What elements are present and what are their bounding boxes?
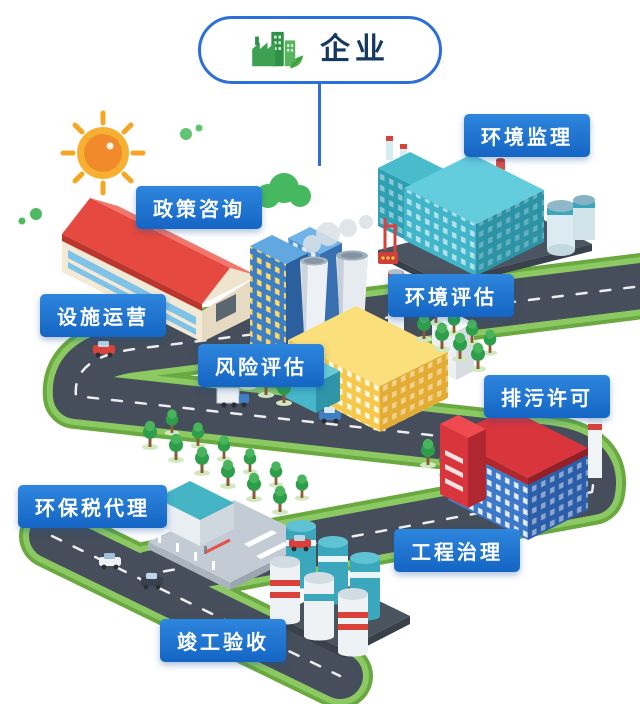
connector-line <box>318 84 321 166</box>
badge-facility-operation[interactable]: 设施运营 <box>40 294 166 337</box>
enterprise-label: 企业 <box>320 33 390 66</box>
badge-completion-acceptance[interactable]: 竣工验收 <box>160 619 286 662</box>
car-icon <box>289 535 311 552</box>
truck-icon <box>216 387 249 408</box>
badge-environmental-assessment[interactable]: 环境评估 <box>388 274 514 317</box>
green-cloud-icon <box>18 124 311 225</box>
badge-risk-assessment[interactable]: 风险评估 <box>198 344 324 387</box>
red-blue-building <box>440 403 602 540</box>
car-icon <box>319 407 341 424</box>
badge-environmental-supervision[interactable]: 环境监理 <box>464 114 590 157</box>
badge-engineering-treatment[interactable]: 工程治理 <box>394 529 520 572</box>
smoke-icon <box>303 215 373 253</box>
badge-policy-consulting[interactable]: 政策咨询 <box>136 186 262 229</box>
storage-tanks <box>270 520 410 658</box>
car-icon <box>99 553 121 570</box>
enterprise-pill[interactable]: 企业 <box>198 16 442 84</box>
badge-environmental-tax-agency[interactable]: 环保税代理 <box>18 485 167 528</box>
badge-pollution-discharge-permit[interactable]: 排污许可 <box>484 375 610 418</box>
car-icon <box>141 573 163 590</box>
car-icon <box>93 341 115 358</box>
green-factory-leaf-icon <box>252 31 304 69</box>
sun-icon <box>60 110 146 196</box>
cars-and-trucks <box>93 341 341 590</box>
